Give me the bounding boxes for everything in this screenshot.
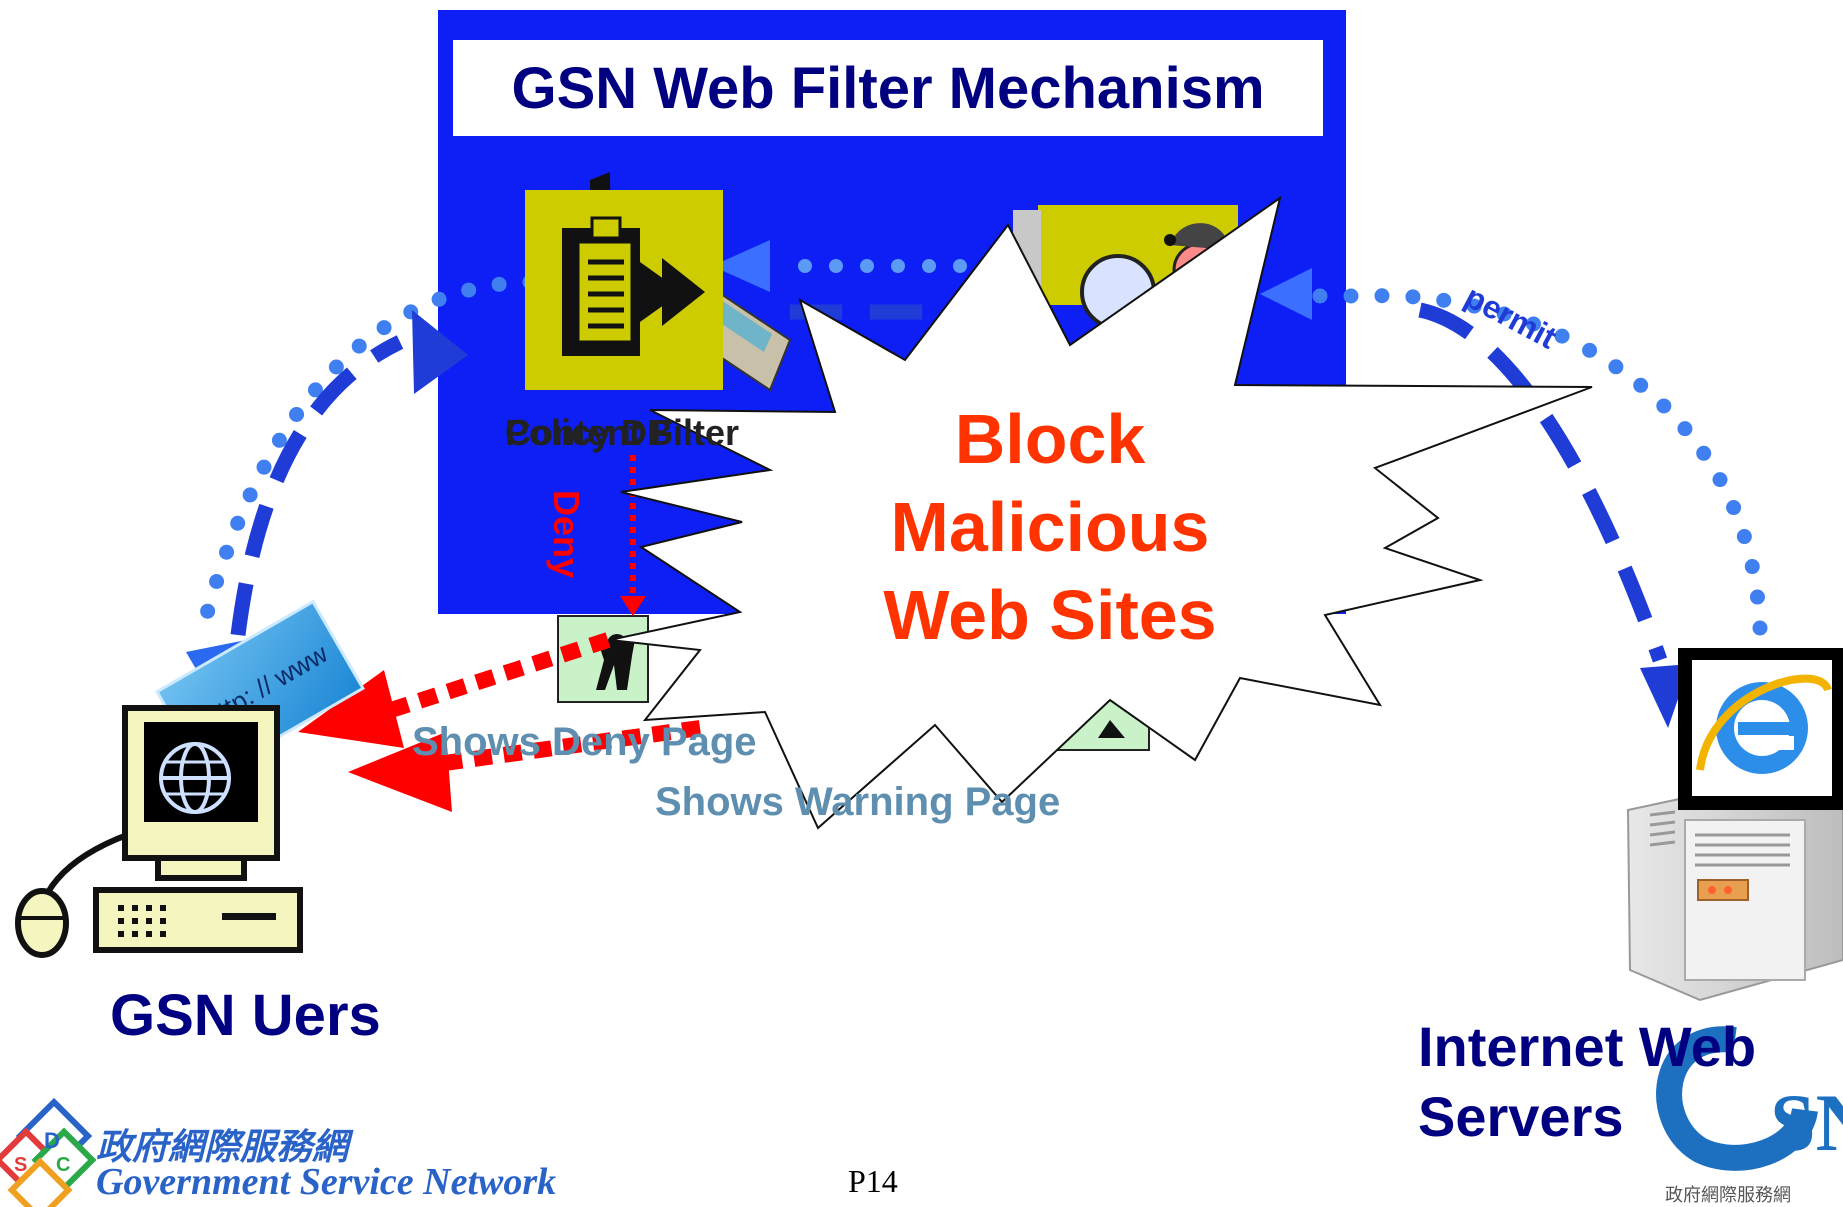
servers-line: Servers: [1418, 1085, 1624, 1148]
internet-web-servers-label: Internet Web Servers: [1418, 1012, 1756, 1152]
org-name-en: Government Service Network: [96, 1161, 557, 1203]
internet-web-line: Internet Web: [1418, 1015, 1757, 1078]
page-number: P14: [848, 1163, 898, 1199]
shows-warning-page-label: Shows Warning Page: [655, 780, 1061, 824]
deny-return-arrow: [298, 670, 404, 748]
deny-return-line: [357, 632, 611, 728]
block-line-1: Block: [954, 400, 1146, 478]
dotted-arrow-to-policy: [712, 240, 770, 292]
warning-return-arrow: [348, 732, 452, 812]
org-name-cn: 政府網際服務網: [96, 1126, 349, 1168]
computer-icon: [15, 705, 303, 958]
policy-db-label: Policy DB: [505, 412, 674, 453]
diagram-title: GSN Web Filter Mechanism: [511, 55, 1265, 121]
dashed-request-arc: [230, 335, 404, 636]
content-filter-label: Content Filter: [505, 412, 739, 453]
dotted-request-arc: [192, 274, 538, 648]
internet-explorer-icon: [1678, 648, 1843, 810]
dotted-response-arc: [1297, 288, 1768, 636]
svg-text:SN: SN: [1770, 1077, 1843, 1168]
deny-label: Deny: [546, 490, 587, 579]
svg-text:D: D: [44, 1128, 60, 1153]
svg-text:C: C: [56, 1154, 70, 1176]
gsn-logo-icon: SN: [1656, 1026, 1843, 1171]
gsn-users-label: GSN Uers: [110, 983, 381, 1048]
dashed-arrow-to-server: [1640, 664, 1690, 728]
gsn-logo-subtitle: 政府網際服務網: [1665, 1185, 1791, 1206]
web-server-icon: [1626, 778, 1843, 1002]
dashed-permit-arc: [1418, 302, 1668, 663]
clipboard-policy-icon: [525, 190, 723, 390]
diagram-title-box: GSN Web Filter Mechanism: [453, 40, 1323, 136]
dashed-arrow-to-filter: [412, 310, 468, 394]
block-line-3: Web Sites: [883, 576, 1217, 654]
svg-text:S: S: [14, 1154, 27, 1176]
sdec-logo-icon: D S C: [0, 1097, 97, 1207]
deny-link-arrow: [620, 596, 646, 616]
dotted-arrow-from-server: [1260, 268, 1312, 320]
warning-return-line: [428, 720, 702, 773]
block-malicious-text: Block Malicious Web Sites: [850, 395, 1250, 659]
block-line-2: Malicious: [890, 488, 1210, 566]
block-starburst: [609, 195, 1593, 830]
shows-deny-page-label: Shows Deny Page: [412, 720, 757, 764]
